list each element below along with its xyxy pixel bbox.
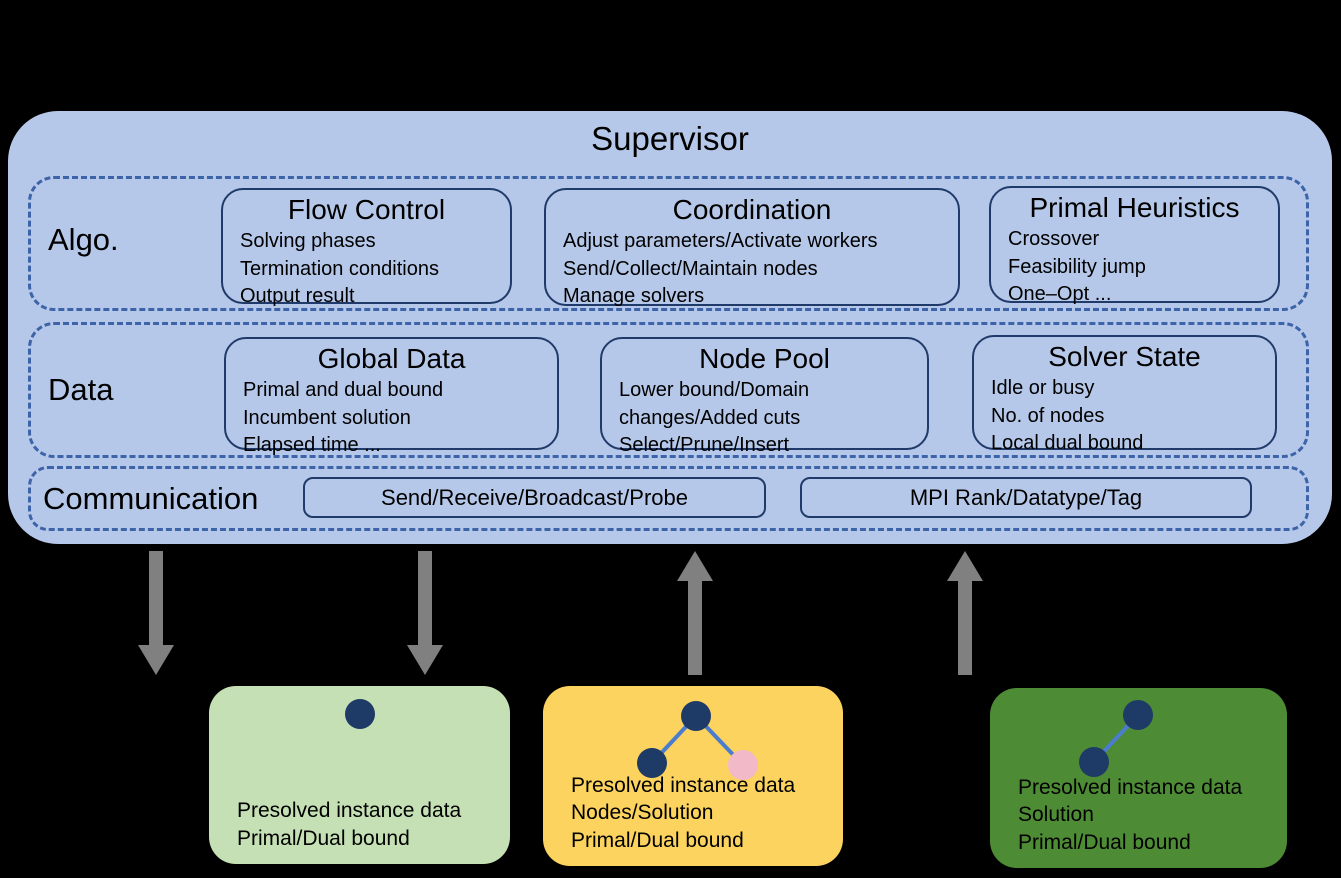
- box-line: One–Opt ...: [1008, 283, 1112, 305]
- worker-line: Nodes/Solution: [571, 801, 714, 824]
- communication-row-label: Communication: [43, 481, 259, 516]
- worker-line: Presolved instance data: [1018, 775, 1243, 799]
- box-line: Incumbent solution: [243, 406, 411, 429]
- flow-control-title: Flow Control: [287, 194, 446, 225]
- worker-line: Solution: [1018, 803, 1094, 826]
- worker-line: Primal/Dual bound: [1018, 830, 1191, 854]
- global-data-box: Global Data Primal and dual bound Incumb…: [224, 337, 559, 456]
- box-line: Feasibility jump: [1008, 255, 1146, 278]
- box-line: Output result: [240, 285, 355, 307]
- box-line: No. of nodes: [991, 404, 1105, 427]
- two-node-tree-icon: [1079, 700, 1153, 777]
- flow-control-box: Flow Control Solving phases Termination …: [221, 188, 512, 307]
- data-row-label: Data: [48, 372, 114, 407]
- send-receive-box: Send/Receive/Broadcast/Probe: [303, 477, 766, 518]
- solver-state-title: Solver State: [1048, 341, 1201, 372]
- coordination-box: Coordination Adjust parameters/Activate …: [544, 188, 960, 307]
- box-line: Primal and dual bound: [243, 379, 444, 401]
- worker-text: Presolved instance data Solution Primal/…: [1018, 774, 1242, 857]
- down-arrow-icon: [407, 551, 443, 675]
- algo-row: [28, 176, 1309, 311]
- down-arrow-icon: [138, 551, 174, 675]
- flow-control-lines: Solving phases Termination conditions Ou…: [223, 228, 510, 311]
- box-line: Send/Collect/Maintain nodes: [563, 257, 818, 280]
- worker-line: Presolved instance data: [237, 799, 462, 822]
- worker-text: Presolved instance data Nodes/Solution P…: [571, 772, 795, 855]
- single-node-tree-icon: [345, 699, 375, 729]
- up-arrow-icon: [677, 551, 713, 675]
- comm-box-label: MPI Rank/Datatype/Tag: [909, 484, 1143, 510]
- box-line: Local dual bound: [991, 432, 1144, 454]
- coordination-title: Coordination: [672, 194, 832, 225]
- algo-row-label: Algo.: [48, 222, 119, 257]
- branch-tree-icon: [637, 701, 758, 780]
- box-line: Solving phases: [240, 230, 376, 252]
- solver-state-box: Solver State Idle or busy No. of nodes L…: [972, 335, 1277, 454]
- node-pool-lines: Lower bound/Domain changes/Added cuts Se…: [602, 377, 927, 460]
- up-arrow-icon: [947, 551, 983, 675]
- coordination-lines: Adjust parameters/Activate workers Send/…: [546, 228, 958, 311]
- communication-row: [28, 466, 1309, 531]
- box-line: changes/Added cuts: [619, 406, 801, 429]
- box-line: Termination conditions: [240, 257, 439, 280]
- node-pool-title: Node Pool: [699, 343, 830, 374]
- worker-box-solution: Presolved instance data Solution Primal/…: [990, 688, 1287, 868]
- comm-box-label: Send/Receive/Broadcast/Probe: [381, 484, 688, 510]
- box-line: Lower bound/Domain: [619, 379, 810, 401]
- worker-line: Primal/Dual bound: [237, 826, 410, 850]
- data-row: [28, 322, 1309, 458]
- box-line: Select/Prune/Insert: [619, 434, 790, 456]
- box-line: Manage solvers: [563, 285, 705, 307]
- box-line: Adjust parameters/Activate workers: [563, 230, 878, 252]
- supervisor-box: Supervisor: [8, 111, 1332, 544]
- supervisor-title: Supervisor: [591, 120, 749, 157]
- worker-box-branching: Presolved instance data Nodes/Solution P…: [543, 686, 843, 866]
- box-line: Idle or busy: [991, 377, 1095, 399]
- node-pool-box: Node Pool Lower bound/Domain changes/Add…: [600, 337, 929, 456]
- global-data-lines: Primal and dual bound Incumbent solution…: [226, 377, 557, 460]
- box-line: Crossover: [1008, 228, 1100, 250]
- worker-line: Presolved instance data: [571, 773, 796, 797]
- primal-heuristics-box: Primal Heuristics Crossover Feasibility …: [989, 186, 1280, 305]
- worker-line: Primal/Dual bound: [571, 828, 744, 852]
- mpi-rank-box: MPI Rank/Datatype/Tag: [800, 477, 1252, 518]
- primal-heuristics-lines: Crossover Feasibility jump One–Opt ...: [991, 226, 1278, 309]
- worker-box-presolve: Presolved instance data Primal/Dual boun…: [209, 686, 510, 864]
- primal-heuristics-title: Primal Heuristics: [1029, 192, 1240, 223]
- global-data-title: Global Data: [317, 343, 466, 374]
- worker-text: Presolved instance data Primal/Dual boun…: [237, 797, 461, 852]
- solver-state-lines: Idle or busy No. of nodes Local dual bou…: [974, 375, 1275, 458]
- box-line: Elapsed time ...: [243, 434, 381, 456]
